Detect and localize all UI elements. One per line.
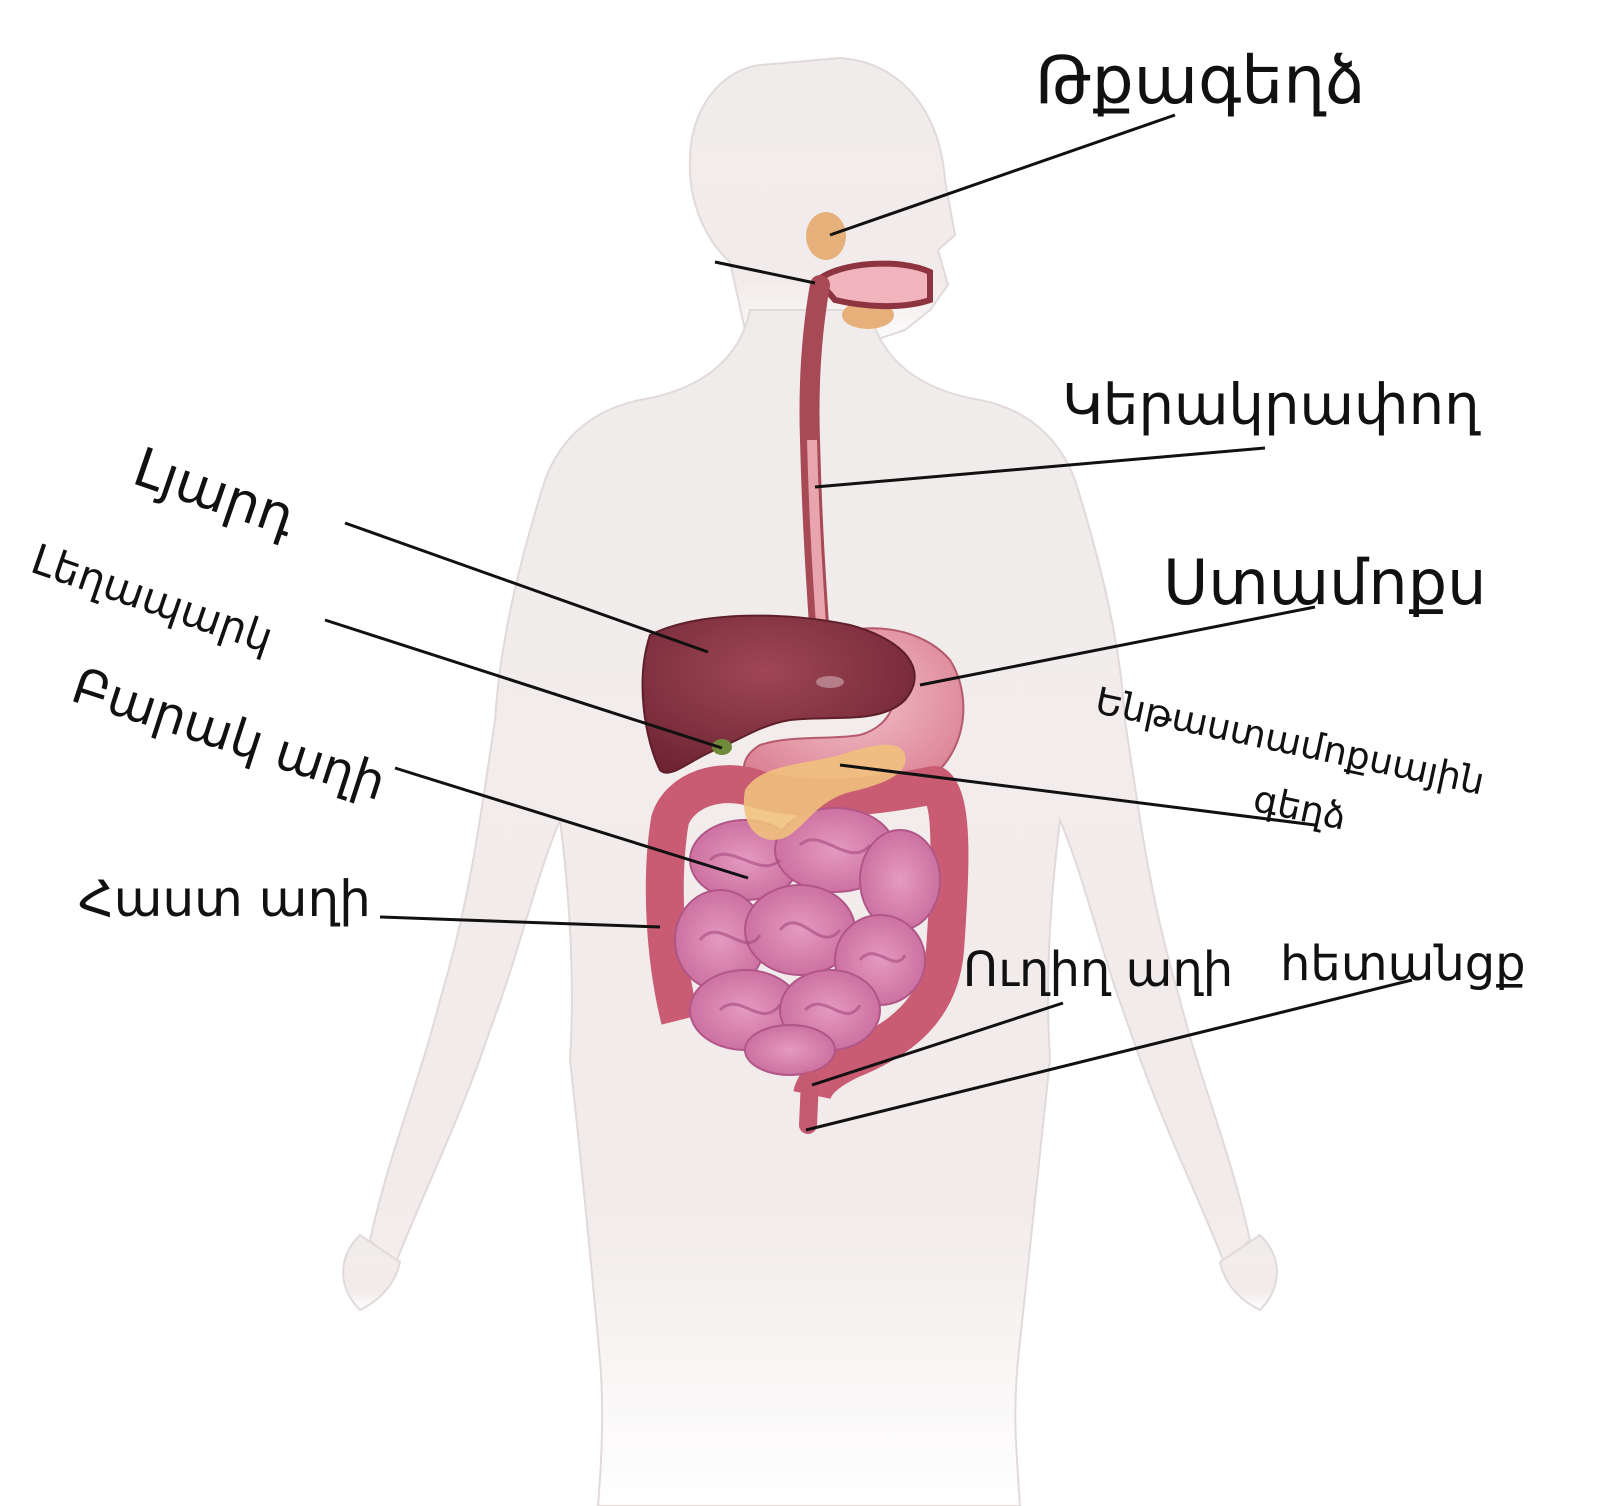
rectum [799,1071,819,1134]
label-stomach: Ստամոքս [1163,546,1487,619]
leader-esophagus [814,446,1266,489]
oral-cavity [813,260,933,310]
leader-pharynx [714,260,816,285]
leader-gallbladder [324,618,723,750]
label-anus: հետանցք [1280,936,1526,992]
leader-pancreas [839,763,1316,827]
leader-small-intestine [394,766,749,880]
label-esophagus: Կերակրափող [1062,373,1480,438]
leader-liver [344,521,709,654]
label-rectum: Ուղիղ աղի [963,942,1234,998]
leader-rectum [811,1001,1064,1087]
leader-salivary [829,113,1176,237]
label-large-intestine: Հաստ աղի [78,870,371,928]
intestine-folds [698,838,907,1015]
leader-large-intestine [379,915,661,929]
liver [641,614,916,774]
leader-anus [805,978,1413,1132]
leader-stomach [919,605,1316,687]
large-intestine [645,765,969,1101]
label-salivary-glands: Թքագեղձ [1035,42,1366,119]
small-intestine [674,807,941,1076]
